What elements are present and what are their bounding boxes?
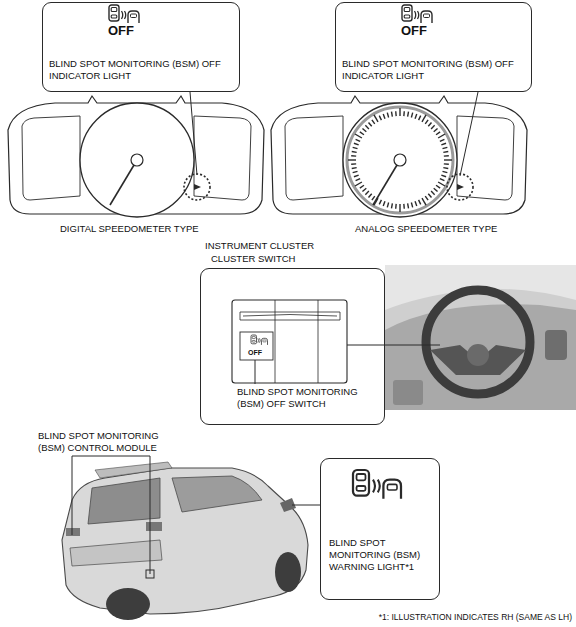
bsm-icon — [251, 335, 268, 345]
bsm-icon — [353, 470, 401, 499]
callout-text: BLIND SPOT MONITORING (BSM) OFF INDICATO… — [49, 58, 229, 82]
caption-label: ANALOG SPEEDOMETER TYPE — [355, 223, 555, 235]
leader-line — [72, 456, 73, 535]
icon-text: OFF — [401, 24, 441, 37]
callout-box: BLIND SPOT MONITORING (BSM) OFF INDICATO… — [42, 2, 240, 92]
switch-panel — [232, 300, 347, 383]
callout-text: BLIND SPOT MONITORING (BSM) OFF INDICATO… — [342, 58, 522, 82]
leader-line — [72, 456, 150, 574]
bsm-icon — [109, 5, 139, 23]
caption-label: DIGITAL SPEEDOMETER TYPE — [60, 223, 260, 235]
dashboard-photo — [385, 265, 576, 410]
instrument-cluster — [8, 96, 264, 217]
leader-line — [255, 360, 256, 384]
callout-text: BLIND SPOT MONITORING (BSM) OFF SWITCH — [237, 386, 377, 410]
footnote: *1: ILLUSTRATION INDICATES RH (SAME AS L… — [290, 612, 572, 623]
leader-line — [190, 92, 197, 175]
callout-text: BLIND SPOT MONITORING (BSM) WARNING LIGH… — [329, 537, 437, 573]
instrument-cluster — [271, 96, 527, 217]
bsm-icon — [402, 5, 432, 23]
vehicle-illustration — [62, 462, 308, 620]
callout-text: CLUSTER SWITCH — [211, 253, 381, 265]
leader-line — [347, 345, 440, 346]
callout-text: INSTRUMENT CLUSTER — [205, 240, 380, 252]
icon-text: OFF — [108, 24, 148, 37]
callout-box: BLIND SPOT MONITORING (BSM) WARNING LIGH… — [320, 458, 440, 600]
leader-line — [292, 505, 320, 506]
part-label: BLIND SPOT MONITORING (BSM) CONTROL MODU… — [38, 430, 178, 454]
icon-text: OFF — [248, 349, 278, 356]
callout-box: BLIND SPOT MONITORING (BSM) OFF INDICATO… — [335, 2, 532, 92]
leader-line — [460, 92, 478, 176]
callout-box: INSTRUMENT CLUSTERCLUSTER SWITCHBLIND SP… — [200, 268, 385, 425]
